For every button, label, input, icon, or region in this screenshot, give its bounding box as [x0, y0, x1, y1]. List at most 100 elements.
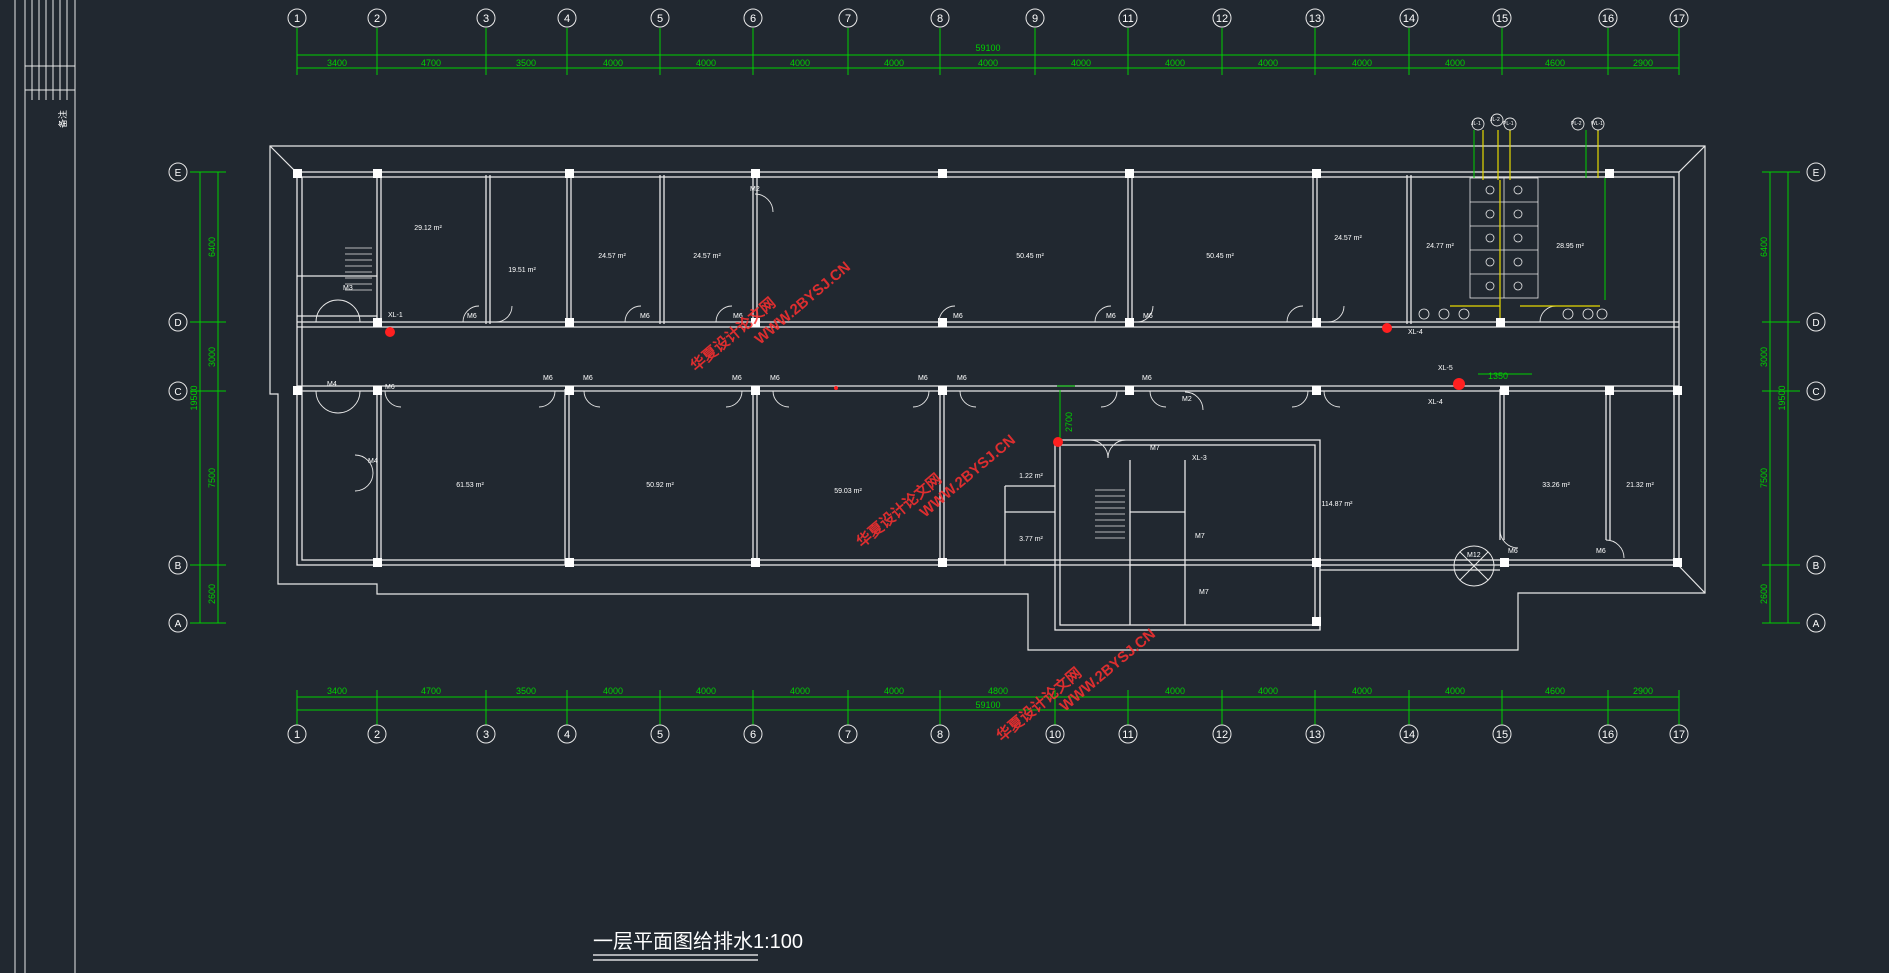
axis-label-bottom: 14	[1403, 729, 1415, 741]
dim-span-bottom: 3400	[327, 686, 347, 696]
axis-label-bottom: 4	[564, 729, 570, 741]
door-tag: M6	[640, 313, 650, 320]
dim-span-bottom: 4000	[1352, 686, 1372, 696]
dim-total-bottom: 59100	[975, 700, 1000, 710]
room-area: 19.51 m²	[508, 267, 536, 274]
pipes-yellow	[1450, 130, 1600, 318]
room-area: 50.92 m²	[646, 482, 674, 489]
dim-span-top: 3400	[327, 58, 347, 68]
axis-label-bottom: 12	[1216, 729, 1228, 741]
dim-side-right: 2600	[1759, 584, 1769, 604]
door-tag: M6	[1142, 375, 1152, 382]
dim-span-bottom: 4000	[884, 686, 904, 696]
toilet-marker: PL-1	[1503, 121, 1514, 127]
dim-total-left: 19500	[189, 385, 199, 410]
dim-span-bottom: 2900	[1633, 686, 1653, 696]
axis-letter-right: C	[1812, 387, 1819, 398]
door-tag: M6	[1596, 548, 1606, 555]
room-area: 28.95 m²	[1556, 243, 1584, 250]
axis-label-top: 13	[1309, 13, 1321, 25]
outer-edge	[269, 145, 1706, 651]
room-area: 1.22 m²	[1019, 473, 1043, 480]
axis-label-top: 17	[1673, 13, 1685, 25]
axis-label-bottom: 15	[1496, 729, 1508, 741]
pipe-tag: XL-3	[1192, 455, 1207, 462]
room-area: 50.45 m²	[1206, 253, 1234, 260]
door-tag: M7	[1195, 533, 1205, 540]
axis-letter-right: B	[1813, 561, 1820, 572]
axis-label-bottom: 17	[1673, 729, 1685, 741]
axis-label-top: 3	[483, 13, 489, 25]
left-strip-label: 备注	[57, 110, 68, 128]
dim-span-top: 4000	[790, 58, 810, 68]
dim-span-top: 4000	[884, 58, 904, 68]
dimension-lines	[190, 28, 1800, 725]
pipe-markers-red	[385, 323, 1465, 447]
door-tag: M6	[543, 375, 553, 382]
dim-span-top: 4000	[1445, 58, 1465, 68]
axis-label-bottom: 11	[1122, 729, 1133, 741]
door-tag: M6	[583, 375, 593, 382]
dim-span-bottom: 4800	[988, 686, 1008, 696]
dim-total-right: 19500	[1777, 385, 1787, 410]
door-tag: M6	[957, 375, 967, 382]
dim-span-bottom: 4000	[790, 686, 810, 696]
room-area: 24.77 m²	[1426, 243, 1454, 250]
axis-label-bottom: 10	[1049, 729, 1061, 741]
door-swings	[315, 193, 1625, 559]
axis-label-bottom: 2	[374, 729, 380, 741]
riser-symbols	[1471, 113, 1605, 131]
toilet-marker: JL-1	[1471, 121, 1481, 127]
dim-side-left: 7500	[207, 468, 217, 488]
room-area: 21.32 m²	[1626, 482, 1654, 489]
axis-letter-left: C	[174, 387, 181, 398]
axis-label-top: 11	[1122, 13, 1133, 25]
dim-span-top: 4000	[1258, 58, 1278, 68]
toilet-fixtures	[1418, 177, 1608, 320]
room-area: 24.57 m²	[693, 253, 721, 260]
door-tag: M6	[1106, 313, 1116, 320]
door-tag: M2	[1182, 396, 1192, 403]
door-tag: M2	[750, 186, 760, 193]
room-area: 33.26 m²	[1542, 482, 1570, 489]
room-area: 24.57 m²	[1334, 235, 1362, 242]
dim-side-right: 6400	[1759, 237, 1769, 257]
axis-label-top: 6	[750, 13, 756, 25]
axis-label-top: 4	[564, 13, 570, 25]
room-area: 3.77 m²	[1019, 536, 1043, 543]
circle-fixture-m12	[1453, 545, 1495, 587]
door-tag: M6	[770, 375, 780, 382]
dim-span-top: 3500	[516, 58, 536, 68]
pipe-dim: 2700	[1064, 412, 1074, 432]
door-tag: M6	[732, 375, 742, 382]
pipe-tag: XL-5	[1438, 365, 1453, 372]
axis-label-top: 7	[845, 13, 851, 25]
axis-letter-right: E	[1813, 168, 1820, 179]
room-area: 61.53 m²	[456, 482, 484, 489]
door-tag: M6	[467, 313, 477, 320]
room-area: 50.45 m²	[1016, 253, 1044, 260]
columns	[293, 169, 1682, 626]
dim-span-bottom: 4700	[421, 686, 441, 696]
dim-span-top: 2900	[1633, 58, 1653, 68]
door-tag: M6	[733, 313, 743, 320]
door-tag: M4	[327, 381, 337, 388]
axis-letter-left: A	[175, 619, 182, 630]
door-tag: M6	[1143, 313, 1153, 320]
room-area: 24.57 m²	[598, 253, 626, 260]
pipe-tag: XL-4	[1408, 329, 1423, 336]
door-tag: M6	[1508, 548, 1518, 555]
door-tag: M3	[343, 285, 353, 292]
dim-span-bottom: 4000	[696, 686, 716, 696]
axis-label-bottom: 8	[937, 729, 943, 741]
dim-span-top: 4000	[1352, 58, 1372, 68]
axis-letter-left: D	[174, 318, 181, 329]
axis-label-top: 1	[294, 13, 300, 25]
door-tag: M7	[1199, 589, 1209, 596]
dim-side-left: 3000	[207, 347, 217, 367]
pipes-green	[1057, 130, 1606, 445]
axis-letter-right: A	[1813, 619, 1820, 630]
axis-label-bottom: 7	[845, 729, 851, 741]
dim-span-top: 4000	[1165, 58, 1185, 68]
